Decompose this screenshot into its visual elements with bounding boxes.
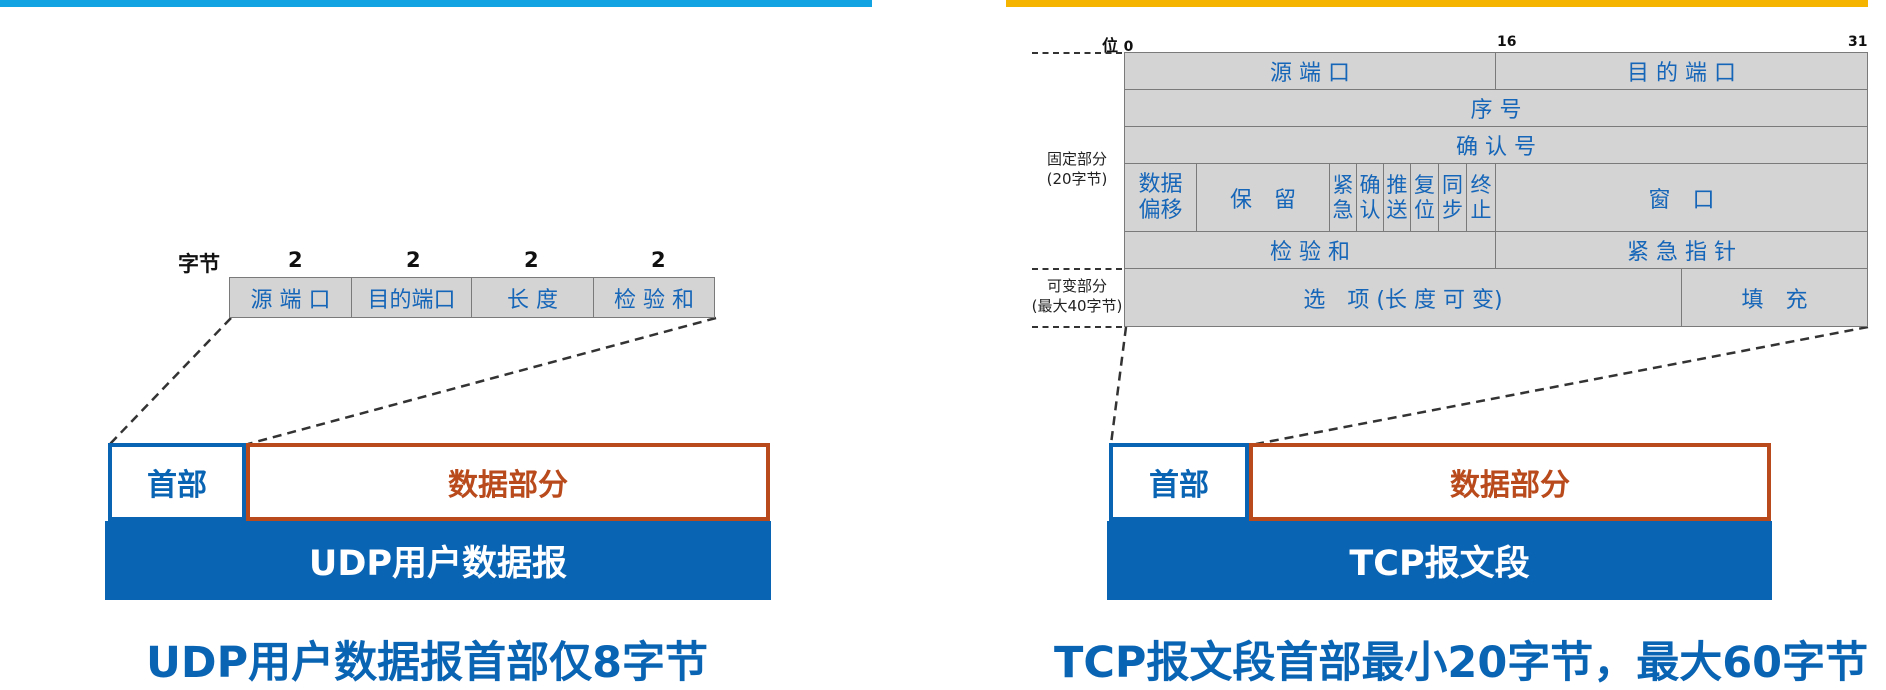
connector-lines [109,316,1869,446]
udp-left-connector [109,317,232,445]
tcp-header-box: 首部 [1109,443,1249,521]
tcp-urgent-pointer-field: 紧 急 指 针 [1495,231,1868,269]
udp-length-field: 长 度 [471,277,594,318]
tcp-bit-mark: 31 [1848,34,1868,50]
tcp-flag-char: 推 [1386,173,1408,198]
udp-dest-port-field: 目的端口 [351,277,472,318]
tcp-variable-part-title: 可变部分 [1046,277,1107,295]
tcp-bit-word: 位 [1102,36,1119,55]
left-top-bar [0,0,872,7]
right-top-bar [1006,0,1868,7]
tcp-flag-char: 认 [1359,197,1381,222]
tcp-flag-ack: 确认 [1356,163,1384,232]
tcp-flag-char: 紧 [1332,173,1354,198]
tcp-header-top-marker [1032,52,1122,54]
tcp-flag-char: 同 [1442,173,1463,198]
tcp-fixed-bottom-marker [1032,268,1122,270]
tcp-left-connector [1109,326,1128,445]
tcp-flag-char: 确 [1359,173,1381,198]
udp-checksum-field: 检 验 和 [593,277,715,318]
tcp-fixed-part-title: 固定部分 [1046,150,1107,168]
tcp-reserved-field: 保 留 [1196,163,1330,232]
tcp-bit-mark: 16 [1497,34,1517,50]
udp-header-box: 首部 [108,443,246,521]
tcp-data-offset-field: 数据 偏移 [1124,163,1197,232]
tcp-variable-bottom-marker [1032,326,1122,328]
tcp-variable-part-size: (最大40字节) [1031,296,1123,315]
tcp-flag-char: 位 [1414,197,1435,222]
tcp-checksum-field: 检 验 和 [1124,231,1496,269]
tcp-flag-fin: 终止 [1466,163,1496,232]
tcp-caption: TCP报文段首部最小20字节，最大60字节 [1054,638,1869,688]
tcp-flag-urg: 紧急 [1329,163,1357,232]
tcp-bit-label: 位 0 [1102,32,1133,56]
tcp-options-field: 选 项 (长 度 可 变) [1124,268,1682,327]
tcp-flag-char: 复 [1414,173,1435,198]
udp-data-box: 数据部分 [246,443,770,521]
tcp-flag-char: 送 [1386,197,1408,222]
udp-right-connector [247,316,717,446]
tcp-segment-bar: TCP报文段 [1107,521,1772,600]
udp-caption: UDP用户数据报首部仅8字节 [146,638,709,688]
udp-bytes-label: 字节 [178,252,220,276]
tcp-flag-char: 终 [1470,173,1492,198]
tcp-right-connector [1255,325,1869,446]
udp-field-size: 2 [288,248,303,272]
udp-field-size: 2 [406,248,421,272]
tcp-data-box: 数据部分 [1249,443,1771,521]
udp-field-size: 2 [651,248,666,272]
udp-field-size: 2 [524,248,539,272]
udp-source-port-field: 源 端 口 [229,277,352,318]
tcp-padding-field: 填 充 [1681,268,1868,327]
tcp-data-offset-line1: 数据 [1138,172,1183,198]
tcp-dest-port-field: 目 的 端 口 [1495,52,1868,90]
tcp-flag-char: 止 [1470,197,1492,222]
tcp-bit-mark: 0 [1123,39,1134,55]
tcp-flag-char: 步 [1442,197,1463,222]
tcp-data-offset-line2: 偏移 [1138,197,1183,223]
tcp-flag-char: 急 [1332,197,1354,222]
tcp-sequence-number-field: 序 号 [1124,89,1868,127]
tcp-fixed-part-label: 固定部分 (20字节) [1022,150,1132,189]
tcp-window-field: 窗 口 [1495,163,1868,232]
tcp-flag-syn: 同步 [1438,163,1467,232]
tcp-flag-rst: 复位 [1410,163,1439,232]
tcp-fixed-part-size: (20字节) [1046,169,1108,188]
udp-datagram-bar: UDP用户数据报 [105,521,771,600]
tcp-source-port-field: 源 端 口 [1124,52,1496,90]
tcp-variable-part-label: 可变部分 (最大40字节) [1022,277,1132,316]
tcp-ack-number-field: 确 认 号 [1124,126,1868,164]
tcp-flag-psh: 推送 [1383,163,1411,232]
